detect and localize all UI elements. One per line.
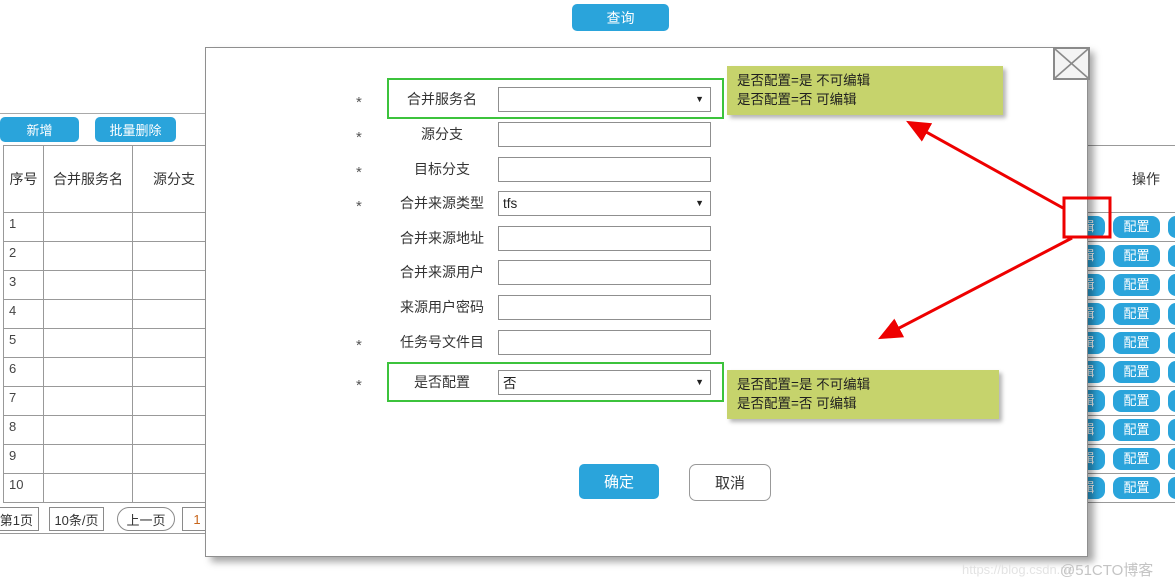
required-asterisk: * — [356, 376, 362, 394]
form-row-source-user-password: 来源用户密码 — [356, 290, 711, 324]
close-icon — [1055, 49, 1088, 78]
dropdown-arrow-icon: ▼ — [695, 377, 704, 387]
row-index: 7 — [4, 387, 44, 415]
row-extra-button[interactable] — [1168, 448, 1175, 470]
select-value: tfs — [503, 195, 518, 211]
cancel-button[interactable]: 取消 — [689, 464, 771, 501]
page-info: 第1页 — [0, 507, 39, 531]
dropdown-arrow-icon: ▼ — [695, 198, 704, 208]
is-configured-select[interactable]: 否 ▼ — [498, 369, 711, 395]
config-button[interactable]: 配置 — [1113, 448, 1160, 470]
row-extra-button[interactable] — [1168, 332, 1175, 354]
task-file-dir-input[interactable] — [498, 329, 711, 355]
note-line: 是否配置=否 可编辑 — [737, 396, 857, 411]
row-extra-button[interactable] — [1168, 390, 1175, 412]
config-button[interactable]: 配置 — [1113, 332, 1160, 354]
select-value: 否 — [503, 376, 517, 391]
config-button[interactable]: 配置 — [1113, 245, 1160, 267]
form-row-task-file-dir: * 任务号文件目 — [356, 325, 711, 359]
add-button[interactable]: 新增 — [0, 117, 79, 142]
field-label: 合并来源地址 — [400, 230, 484, 246]
source-branch-input[interactable] — [498, 121, 711, 147]
merge-source-address-input[interactable] — [498, 225, 711, 251]
note-line: 是否配置=是 不可编辑 — [737, 377, 871, 392]
field-label: 来源用户密码 — [400, 299, 484, 315]
row-index: 6 — [4, 358, 44, 386]
page-size-select[interactable]: 10条/页 — [49, 507, 104, 531]
field-label: 合并服务名 — [407, 91, 477, 107]
note-box-top: 是否配置=是 不可编辑 是否配置=否 可编辑 — [727, 66, 1003, 115]
close-button[interactable] — [1053, 47, 1090, 80]
row-index: 3 — [4, 271, 44, 299]
row-index: 8 — [4, 416, 44, 444]
config-button[interactable]: 配置 — [1113, 274, 1160, 296]
row-extra-button[interactable] — [1168, 245, 1175, 267]
required-asterisk — [356, 269, 370, 275]
form-row-merge-source-user: 合并来源用户 — [356, 255, 711, 289]
confirm-button[interactable]: 确定 — [579, 464, 659, 499]
header-source-branch: 源分支 — [133, 146, 216, 212]
merge-source-user-input[interactable] — [498, 259, 711, 285]
watermark-csdn: https://blog.csdn.ne — [962, 562, 1075, 577]
field-label: 目标分支 — [414, 161, 470, 177]
header-actions: 操作 — [1132, 171, 1160, 187]
toolbar-divider — [0, 113, 206, 114]
row-index: 9 — [4, 445, 44, 473]
field-label: 合并来源类型 — [400, 195, 484, 211]
required-asterisk — [356, 235, 370, 241]
row-index: 1 — [4, 213, 44, 241]
row-extra-button[interactable] — [1168, 274, 1175, 296]
required-asterisk: * — [356, 197, 362, 215]
edit-dialog: * 合并服务名 ▼ * 源分支 * 目标分支 * 合并来源类型 t — [205, 47, 1090, 557]
note-line: 是否配置=是 不可编辑 — [737, 73, 871, 88]
required-asterisk: * — [356, 93, 362, 111]
batch-delete-button[interactable]: 批量删除 — [95, 117, 176, 142]
config-button[interactable]: 配置 — [1113, 303, 1160, 325]
row-index: 2 — [4, 242, 44, 270]
row-extra-button[interactable] — [1168, 303, 1175, 325]
form-row-merge-service: * 合并服务名 ▼ — [356, 82, 711, 116]
row-extra-button[interactable] — [1168, 419, 1175, 441]
header-index: 序号 — [4, 146, 44, 212]
config-button[interactable]: 配置 — [1113, 390, 1160, 412]
field-label: 是否配置 — [414, 374, 470, 390]
merge-source-type-select[interactable]: tfs ▼ — [498, 190, 711, 216]
required-asterisk: * — [356, 163, 362, 181]
field-label: 任务号文件目 — [400, 334, 484, 350]
form-row-source-branch: * 源分支 — [356, 117, 711, 151]
row-extra-button[interactable] — [1168, 477, 1175, 499]
source-user-password-input[interactable] — [498, 294, 711, 320]
row-extra-button[interactable] — [1168, 361, 1175, 383]
config-button[interactable]: 配置 — [1113, 361, 1160, 383]
config-button[interactable]: 配置 — [1113, 216, 1160, 238]
row-extra-button[interactable] — [1168, 216, 1175, 238]
required-asterisk: * — [356, 128, 362, 146]
row-index: 5 — [4, 329, 44, 357]
note-line: 是否配置=否 可编辑 — [737, 92, 857, 107]
form-row-merge-source-type: * 合并来源类型 tfs ▼ — [356, 186, 711, 220]
config-button[interactable]: 配置 — [1113, 477, 1160, 499]
field-label: 合并来源用户 — [400, 264, 484, 280]
row-index: 10 — [4, 474, 44, 502]
merge-service-select[interactable]: ▼ — [498, 86, 711, 112]
query-button[interactable]: 查询 — [572, 4, 669, 31]
config-button[interactable]: 配置 — [1113, 419, 1160, 441]
header-merge-service: 合并服务名 — [44, 146, 133, 212]
target-branch-input[interactable] — [498, 156, 711, 182]
prev-page-button[interactable]: 上一页 — [117, 507, 175, 531]
field-label: 源分支 — [421, 126, 463, 142]
row-index: 4 — [4, 300, 44, 328]
required-asterisk: * — [356, 336, 362, 354]
form-row-merge-source-address: 合并来源地址 — [356, 221, 711, 255]
note-box-bottom: 是否配置=是 不可编辑 是否配置=否 可编辑 — [727, 370, 999, 419]
form-row-is-configured: * 是否配置 否 ▼ — [356, 365, 711, 399]
required-asterisk — [356, 304, 370, 310]
form-row-target-branch: * 目标分支 — [356, 152, 711, 186]
dropdown-arrow-icon: ▼ — [695, 94, 704, 104]
watermark-51cto: @51CTO博客 — [1060, 562, 1154, 579]
pagination-divider — [0, 533, 206, 534]
